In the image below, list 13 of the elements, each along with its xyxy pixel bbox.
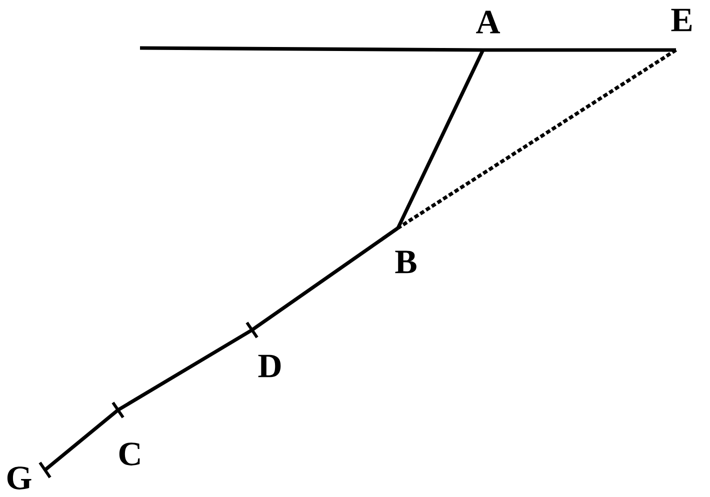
point-label: B (395, 250, 416, 274)
line (397, 48, 677, 230)
point-label: D (258, 354, 281, 378)
point-label: G (7, 466, 32, 490)
point-label: A (476, 10, 500, 34)
line (483, 48, 676, 52)
line (396, 49, 485, 229)
line (250, 226, 400, 332)
line (44, 408, 120, 472)
point-label: C (119, 442, 140, 466)
line (117, 328, 253, 412)
line (140, 46, 484, 52)
point-label: E (671, 8, 692, 32)
